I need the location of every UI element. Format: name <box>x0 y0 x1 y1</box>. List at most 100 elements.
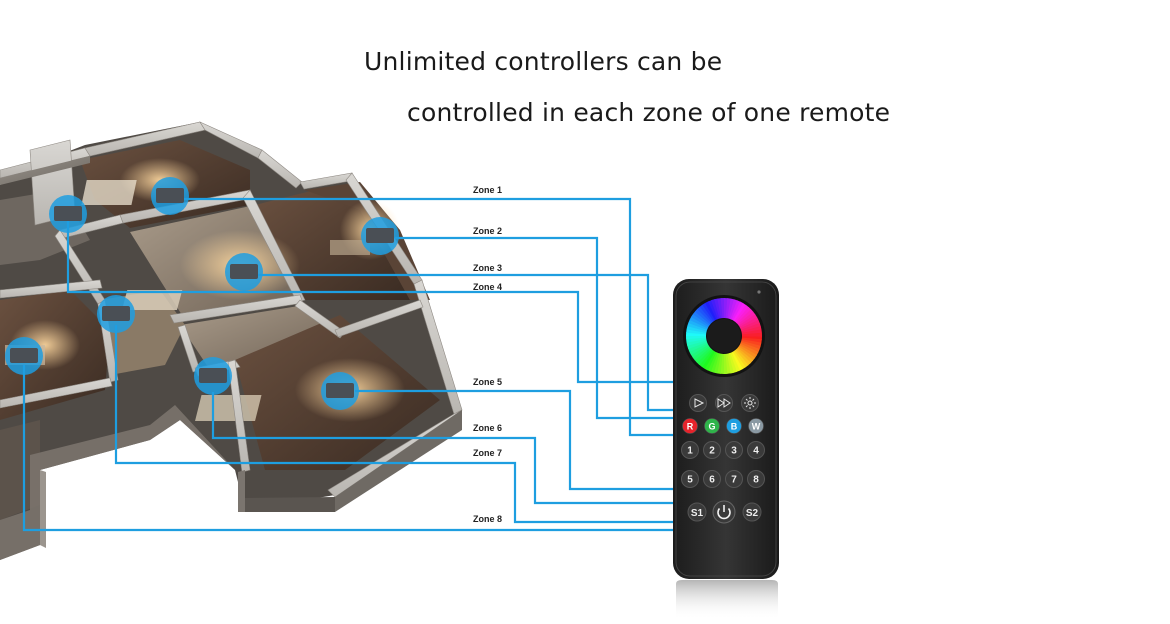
controller-zone-7 <box>97 295 135 333</box>
controller-zone-5 <box>321 372 359 410</box>
color-wheel-segment <box>728 299 738 320</box>
remote-button-zone-3[interactable]: 3 <box>725 441 743 459</box>
color-wheel-segment <box>694 308 712 325</box>
wire-zone-1 <box>180 197 690 437</box>
color-wheel-segment <box>736 347 754 364</box>
remote-button-power[interactable] <box>712 500 736 524</box>
color-wheel-segment <box>694 347 712 363</box>
fast-forward-icon <box>717 398 731 408</box>
color-wheel-segment <box>711 299 720 320</box>
color-wheel-segment <box>705 301 717 321</box>
remote-button-zone-2[interactable]: 2 <box>703 441 721 459</box>
remote-button-zone-4[interactable]: 4 <box>747 441 765 459</box>
color-wheel-segment <box>735 348 751 366</box>
controller-zone-1 <box>151 177 189 215</box>
remote-button-zone-6[interactable]: 6 <box>703 470 721 488</box>
color-wheel[interactable] <box>683 295 765 377</box>
color-wheel-segment <box>740 342 760 353</box>
color-wheel-segment <box>714 298 722 319</box>
color-wheel-segment <box>688 319 708 330</box>
brightness-icon <box>744 397 756 409</box>
color-wheel-segment <box>691 313 710 327</box>
color-button-label: R <box>687 422 694 432</box>
remote-button-b[interactable]: B <box>726 418 742 434</box>
zone-label-6: Zone 6 <box>473 423 502 433</box>
zone-label-7: Zone 7 <box>473 448 502 458</box>
color-wheel-segment <box>738 345 757 359</box>
remote-button-zone-7[interactable]: 7 <box>725 470 743 488</box>
color-wheel-segment <box>702 302 716 322</box>
controllers <box>5 177 399 410</box>
color-wheel-segment <box>735 306 752 324</box>
color-button-label: B <box>731 422 738 432</box>
remote-button-zone-5[interactable]: 5 <box>681 470 699 488</box>
color-wheel-segment <box>734 304 749 323</box>
zone-label-8: Zone 8 <box>473 514 502 524</box>
color-button-label: G <box>708 422 715 432</box>
controller-zone-3 <box>225 253 263 291</box>
remote-button-w[interactable]: W <box>748 418 764 434</box>
color-wheel-segment <box>728 352 737 373</box>
zone-button-label: 8 <box>753 475 759 486</box>
controller-zone-6 <box>194 357 232 395</box>
color-wheel-segment <box>733 303 747 322</box>
play-icon <box>694 398 705 408</box>
remote-button-zone-1[interactable]: 1 <box>681 441 699 459</box>
floor-plan-illustration <box>0 121 463 560</box>
color-wheel-segment <box>686 335 707 340</box>
color-wheel-segment <box>686 325 707 333</box>
color-wheel-segment <box>690 344 710 358</box>
color-wheel-segment <box>739 317 759 329</box>
zone-label-1: Zone 1 <box>473 185 502 195</box>
zone-label-3: Zone 3 <box>473 263 502 273</box>
color-wheel-segment <box>741 339 762 347</box>
remote-button-s2[interactable]: S2 <box>742 502 762 522</box>
remote-button-fast-forward[interactable] <box>715 394 733 412</box>
wire-zone-5 <box>355 389 686 491</box>
color-wheel-segment <box>710 352 720 373</box>
zone-button-label: 2 <box>709 446 715 457</box>
s2-label: S2 <box>746 508 759 519</box>
color-wheel-segment <box>723 353 728 374</box>
color-wheel-segment <box>686 338 707 346</box>
zone-button-label: 4 <box>753 446 759 457</box>
zone-button-label: 1 <box>687 446 693 457</box>
color-wheel-segment <box>741 332 762 337</box>
color-wheel-segment <box>697 306 713 324</box>
color-wheel-segment <box>734 349 749 368</box>
headline-line-1: Unlimited controllers can be <box>364 47 723 76</box>
remote-button-g[interactable]: G <box>704 418 720 434</box>
color-button-label: W <box>752 422 761 432</box>
controller-zone-2 <box>361 217 399 255</box>
zone-button-label: 7 <box>731 475 737 486</box>
color-wheel-segment <box>699 349 714 368</box>
power-icon <box>717 505 731 520</box>
color-wheel-segment <box>696 348 713 366</box>
remote-button-brightness[interactable] <box>741 394 759 412</box>
color-wheel-segment <box>732 350 746 370</box>
color-wheel-segment <box>731 351 743 371</box>
color-wheel-segment <box>720 298 725 319</box>
color-wheel-segment <box>701 350 715 369</box>
color-wheel-segment <box>688 341 708 353</box>
color-wheel-segment <box>740 340 761 350</box>
zone-button-label: 3 <box>731 446 737 457</box>
headline-line-2: controlled in each zone of one remote <box>407 98 891 127</box>
color-wheel-segment <box>737 346 756 361</box>
color-wheel-segment <box>740 319 760 331</box>
controller-zone-4 <box>49 195 87 233</box>
color-wheel-segment <box>692 346 711 361</box>
remote-button-play[interactable] <box>689 394 707 412</box>
color-wheel-segment <box>689 343 709 355</box>
remote-button-s1[interactable]: S1 <box>687 502 707 522</box>
color-wheel-segment <box>726 353 734 374</box>
color-wheel-segment <box>740 323 761 332</box>
color-wheel-segment <box>729 352 741 372</box>
zone-button-label: 5 <box>687 475 693 486</box>
color-wheel-segment <box>704 351 717 371</box>
remote-button-zone-8[interactable]: 8 <box>747 470 765 488</box>
color-wheel-segment <box>739 343 759 356</box>
color-wheel-segment <box>741 326 762 334</box>
remote-button-r[interactable]: R <box>682 418 698 434</box>
